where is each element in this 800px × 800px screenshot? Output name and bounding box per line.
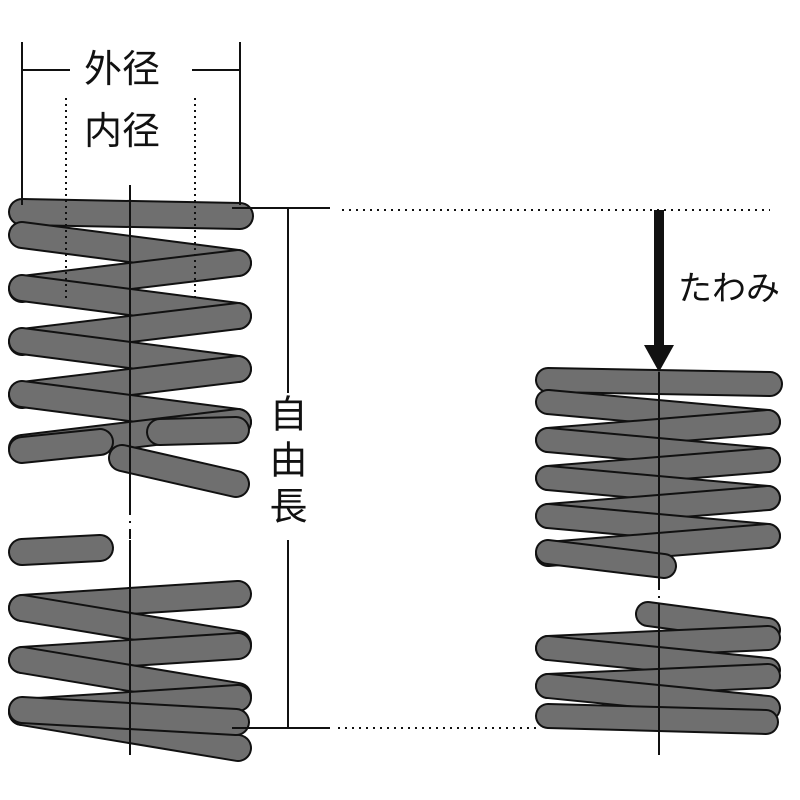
deflection-arrow [644,210,674,372]
coil [537,705,777,733]
inner-diameter-guides [65,98,196,300]
coil [10,430,112,462]
inner-diameter-label: 内径 [84,109,161,153]
free-length-label: 自由長 [263,394,307,532]
free-length-dimension [232,207,330,729]
outer-diameter-dimension [21,42,241,205]
compressed-spring [535,367,783,755]
coil [10,536,112,564]
coil [537,541,675,577]
free-spring [8,185,254,762]
coil [110,446,248,496]
coil [148,418,248,444]
outer-diameter-label: 外径 [84,47,161,91]
deflection-label: たわみ [678,269,780,309]
extension-lines [338,209,770,729]
